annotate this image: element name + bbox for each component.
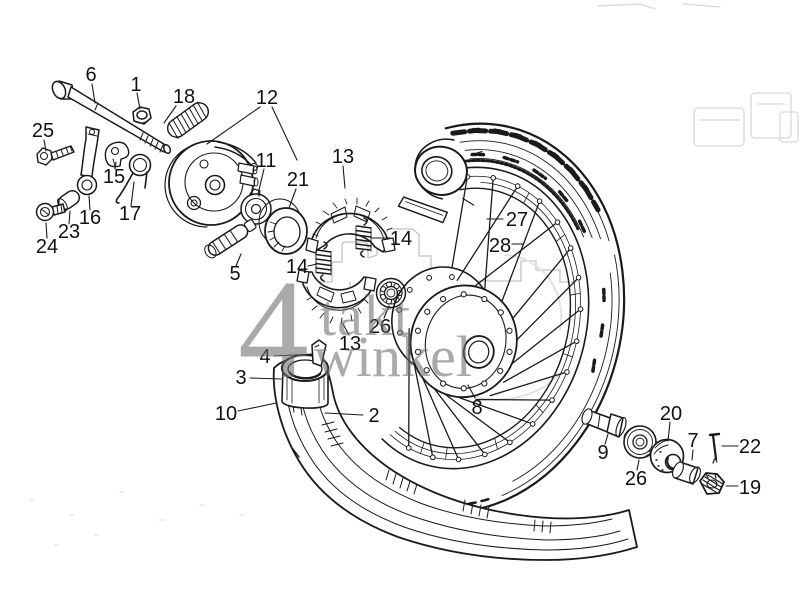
leader-line	[271, 106, 298, 161]
cotter-pin-22	[708, 432, 721, 464]
part-label-22: 22	[739, 436, 761, 458]
leader-line	[91, 83, 96, 104]
part-label-10: 10	[215, 403, 237, 425]
part-label-24: 24	[36, 236, 58, 258]
part-label-1: 1	[130, 74, 141, 96]
part-label-13: 13	[339, 333, 361, 355]
leader-line	[467, 384, 476, 399]
tire-inner-edge	[381, 166, 590, 470]
leader-line	[206, 106, 261, 145]
rim-ticks	[420, 192, 581, 460]
leader-line	[130, 181, 135, 207]
axle-spacer-9	[581, 408, 627, 438]
castle-nut-19	[699, 472, 725, 495]
part-label-2: 2	[368, 405, 379, 427]
part-label-13: 13	[332, 146, 354, 168]
part-label-23: 23	[58, 221, 80, 243]
leader-line	[88, 195, 91, 211]
rim-lock-tab-4	[311, 339, 327, 367]
rim-inner-edge	[398, 187, 572, 449]
tire-side-slot-pairs	[470, 152, 606, 374]
brake-backing-plate	[164, 140, 259, 228]
spoke-nipples	[405, 174, 584, 463]
speedometer-spring	[166, 101, 210, 139]
rim-cut-tube	[397, 138, 483, 224]
hub-front-flange	[409, 284, 518, 399]
part-label-3: 3	[235, 367, 246, 389]
leader-line	[288, 188, 297, 209]
leader-line	[667, 421, 671, 442]
leader-line	[136, 92, 141, 110]
brake-shoe-upper	[305, 197, 396, 254]
wheel-assembly	[353, 122, 626, 514]
part-label-7: 7	[687, 430, 698, 452]
leader-line	[383, 305, 390, 319]
anchor-plate-11	[240, 188, 272, 231]
axle-shaft	[51, 80, 172, 155]
part-label-5: 5	[229, 263, 240, 285]
leader-line	[636, 459, 640, 471]
part-label-9: 9	[597, 442, 608, 464]
shoe-spring-right	[355, 217, 372, 258]
hex-bolt-25	[36, 145, 75, 166]
part-label-6: 6	[85, 64, 96, 86]
seal-ring-21	[258, 198, 308, 255]
hub-front-bolt-holes	[414, 291, 513, 392]
spokes	[408, 176, 582, 461]
leader-line	[237, 402, 277, 412]
part-label-14: 14	[286, 256, 308, 278]
part-label-14: 14	[390, 228, 412, 250]
leader-line	[324, 412, 364, 416]
leader-line	[249, 377, 282, 380]
hub-bearing-lower	[623, 425, 657, 459]
brake-arm	[76, 126, 100, 196]
part-label-20: 20	[660, 403, 682, 425]
part-label-25: 25	[32, 120, 54, 142]
part-label-15: 15	[103, 166, 125, 188]
part-label-27: 27	[506, 209, 528, 231]
shoe-spring-left	[315, 241, 332, 282]
part-label-11: 11	[256, 150, 277, 172]
leader-line	[342, 323, 350, 336]
tire-tread-slots	[450, 127, 601, 213]
leader-line	[114, 161, 117, 170]
part-label-12: 12	[256, 87, 278, 109]
leader-line	[163, 105, 177, 124]
part-label-17: 17	[119, 203, 141, 225]
leader-line	[342, 165, 346, 189]
flange-bolt-24	[35, 202, 66, 222]
part-label-16: 16	[79, 207, 101, 229]
part-label-4: 4	[259, 346, 270, 368]
part-label-26: 26	[369, 316, 391, 338]
rim-nipple-line	[390, 175, 582, 461]
axle-nut	[132, 106, 152, 125]
part-label-28: 28	[489, 235, 511, 257]
anchor-pin-5	[204, 219, 257, 259]
hub-bearing-upper	[375, 277, 407, 309]
leader-line	[691, 449, 694, 461]
leader-line	[604, 433, 609, 445]
part-label-8: 8	[471, 397, 482, 419]
part-label-21: 21	[287, 169, 309, 191]
leader-line	[257, 168, 265, 195]
part-label-19: 19	[739, 477, 761, 499]
leader-line	[273, 353, 314, 357]
brake-cam	[104, 141, 130, 168]
hub-face	[424, 294, 507, 389]
spacer-sleeve-7	[672, 461, 701, 485]
tire-bead-knurl	[461, 158, 580, 231]
leader-line	[45, 222, 48, 239]
part-label-26: 26	[625, 468, 647, 490]
hub-cap-ball-20	[649, 438, 685, 474]
leader-line	[43, 139, 47, 152]
leader-line	[235, 253, 242, 267]
part-label-18: 18	[173, 86, 195, 108]
brake-shoe-lower	[296, 269, 377, 325]
leader-line	[307, 263, 318, 267]
leader-line	[68, 210, 71, 225]
return-spring	[115, 153, 152, 204]
